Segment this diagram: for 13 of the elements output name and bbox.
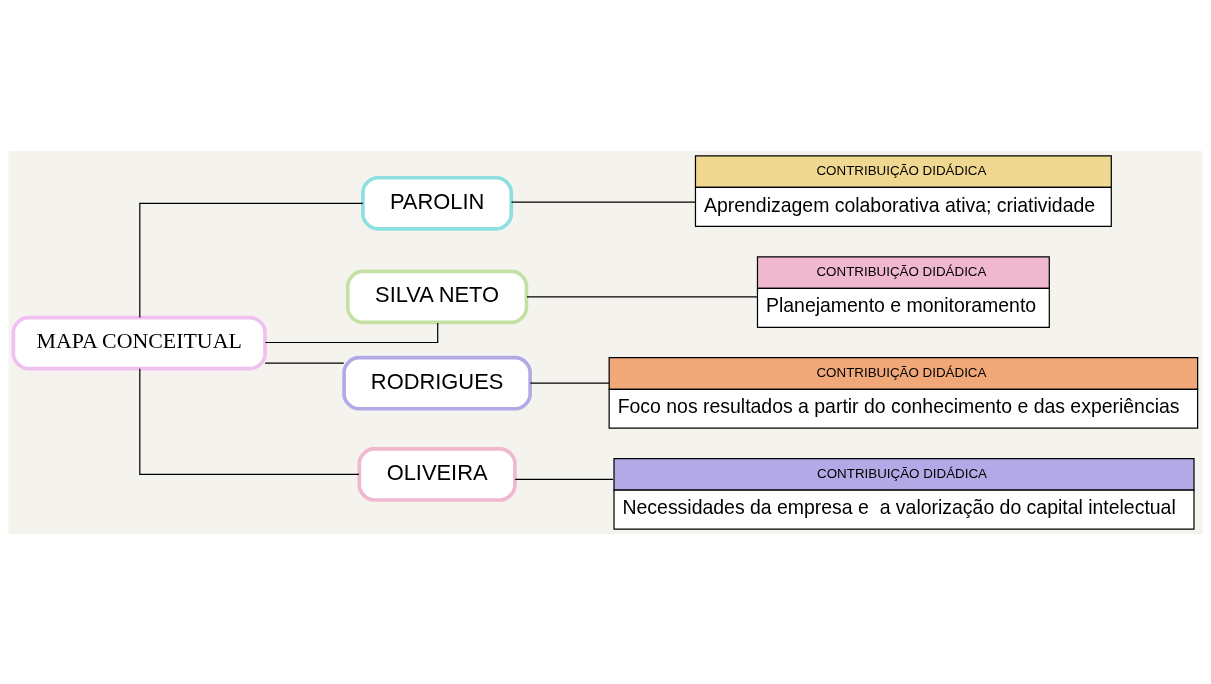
connector [529, 382, 610, 384]
connector [526, 295, 758, 297]
connector [264, 321, 439, 343]
node-box: MAPA CONCEITUAL [11, 315, 267, 370]
connector [264, 362, 345, 364]
connector [514, 478, 614, 480]
node-box: PAROLIN [361, 175, 514, 231]
connector [139, 202, 364, 318]
node-box: SILVA NETO [345, 269, 529, 324]
connector [510, 200, 696, 203]
connector [139, 367, 360, 475]
node-box: OLIVEIRA [357, 446, 517, 502]
node-box: RODRIGUES [342, 355, 532, 411]
